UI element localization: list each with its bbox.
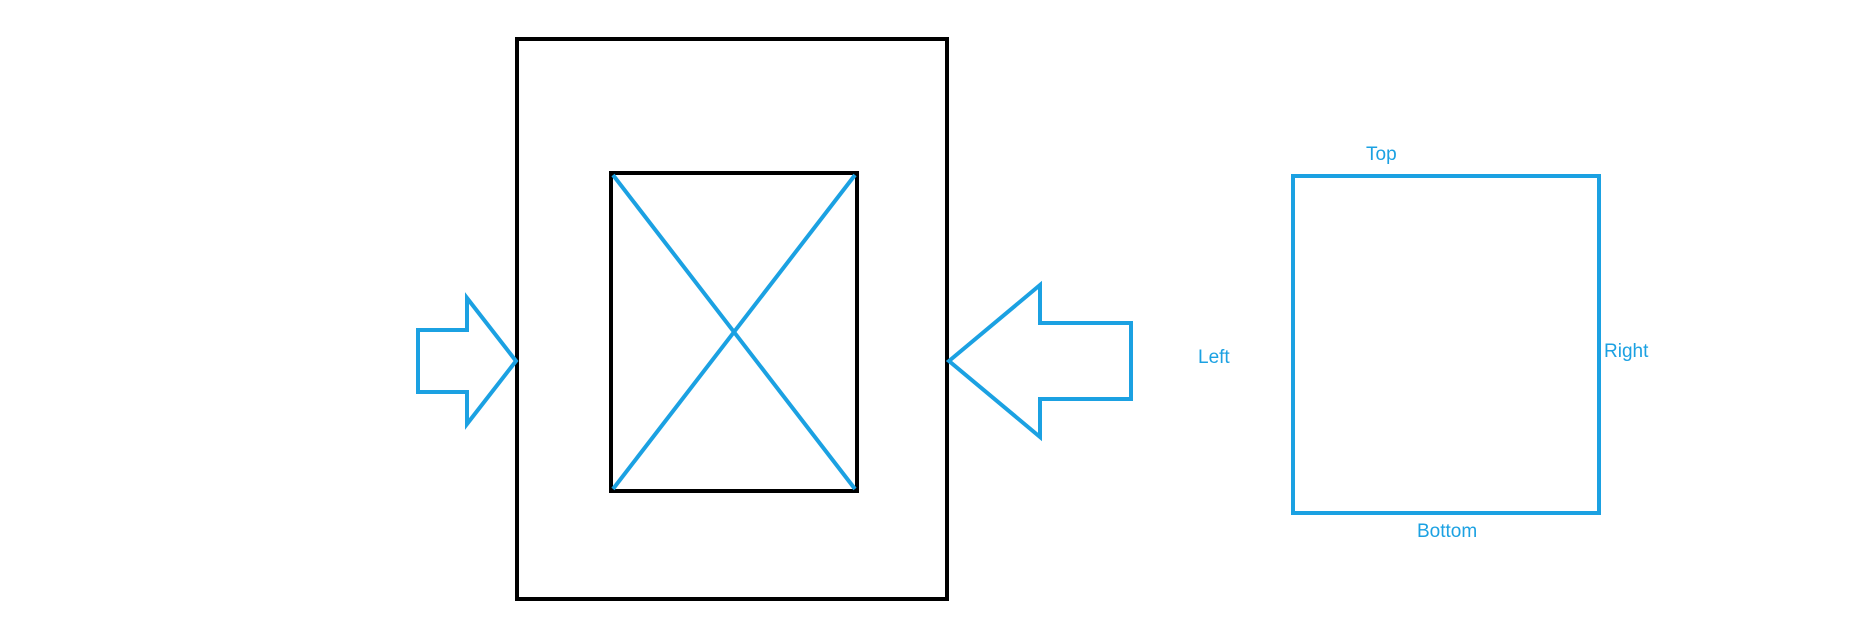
right-pointing-block-arrow-icon <box>416 292 519 430</box>
label-bottom: Bottom <box>1417 521 1478 542</box>
outer-frame <box>515 37 949 601</box>
cross-line-2 <box>611 173 857 491</box>
label-top: Top <box>1366 144 1397 165</box>
inner-box <box>609 171 859 493</box>
left-pointing-block-arrow-icon <box>945 280 1133 442</box>
label-left: Left <box>1198 347 1230 368</box>
label-right: Right <box>1604 341 1649 362</box>
orientation-square <box>1291 174 1601 515</box>
